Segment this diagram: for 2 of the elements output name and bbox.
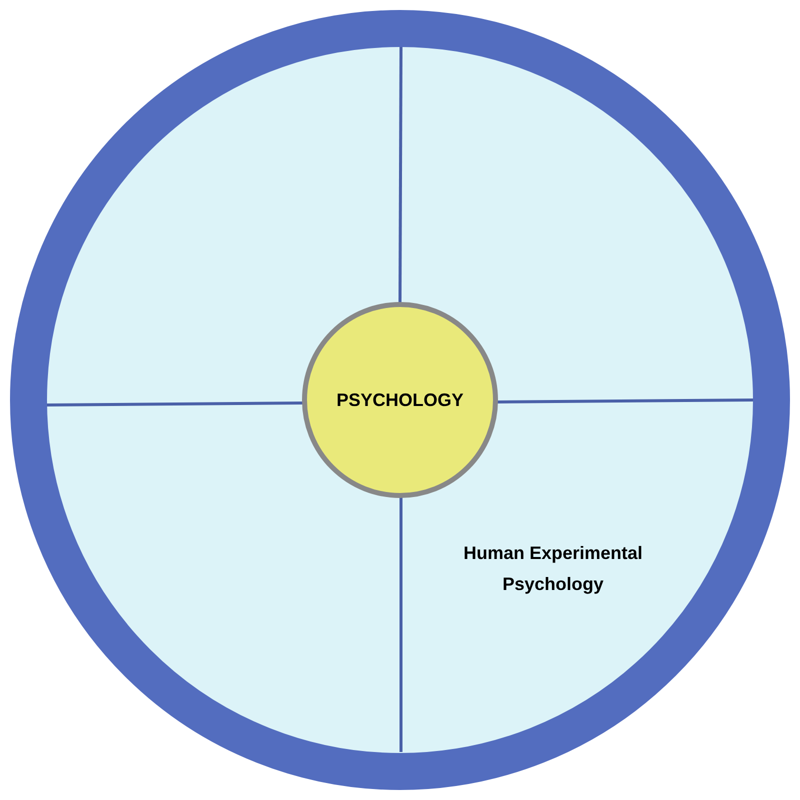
node-label: PSYCHOLOGY [336, 390, 464, 410]
quadrant-label: Human Experimental Psychology [462, 542, 644, 596]
